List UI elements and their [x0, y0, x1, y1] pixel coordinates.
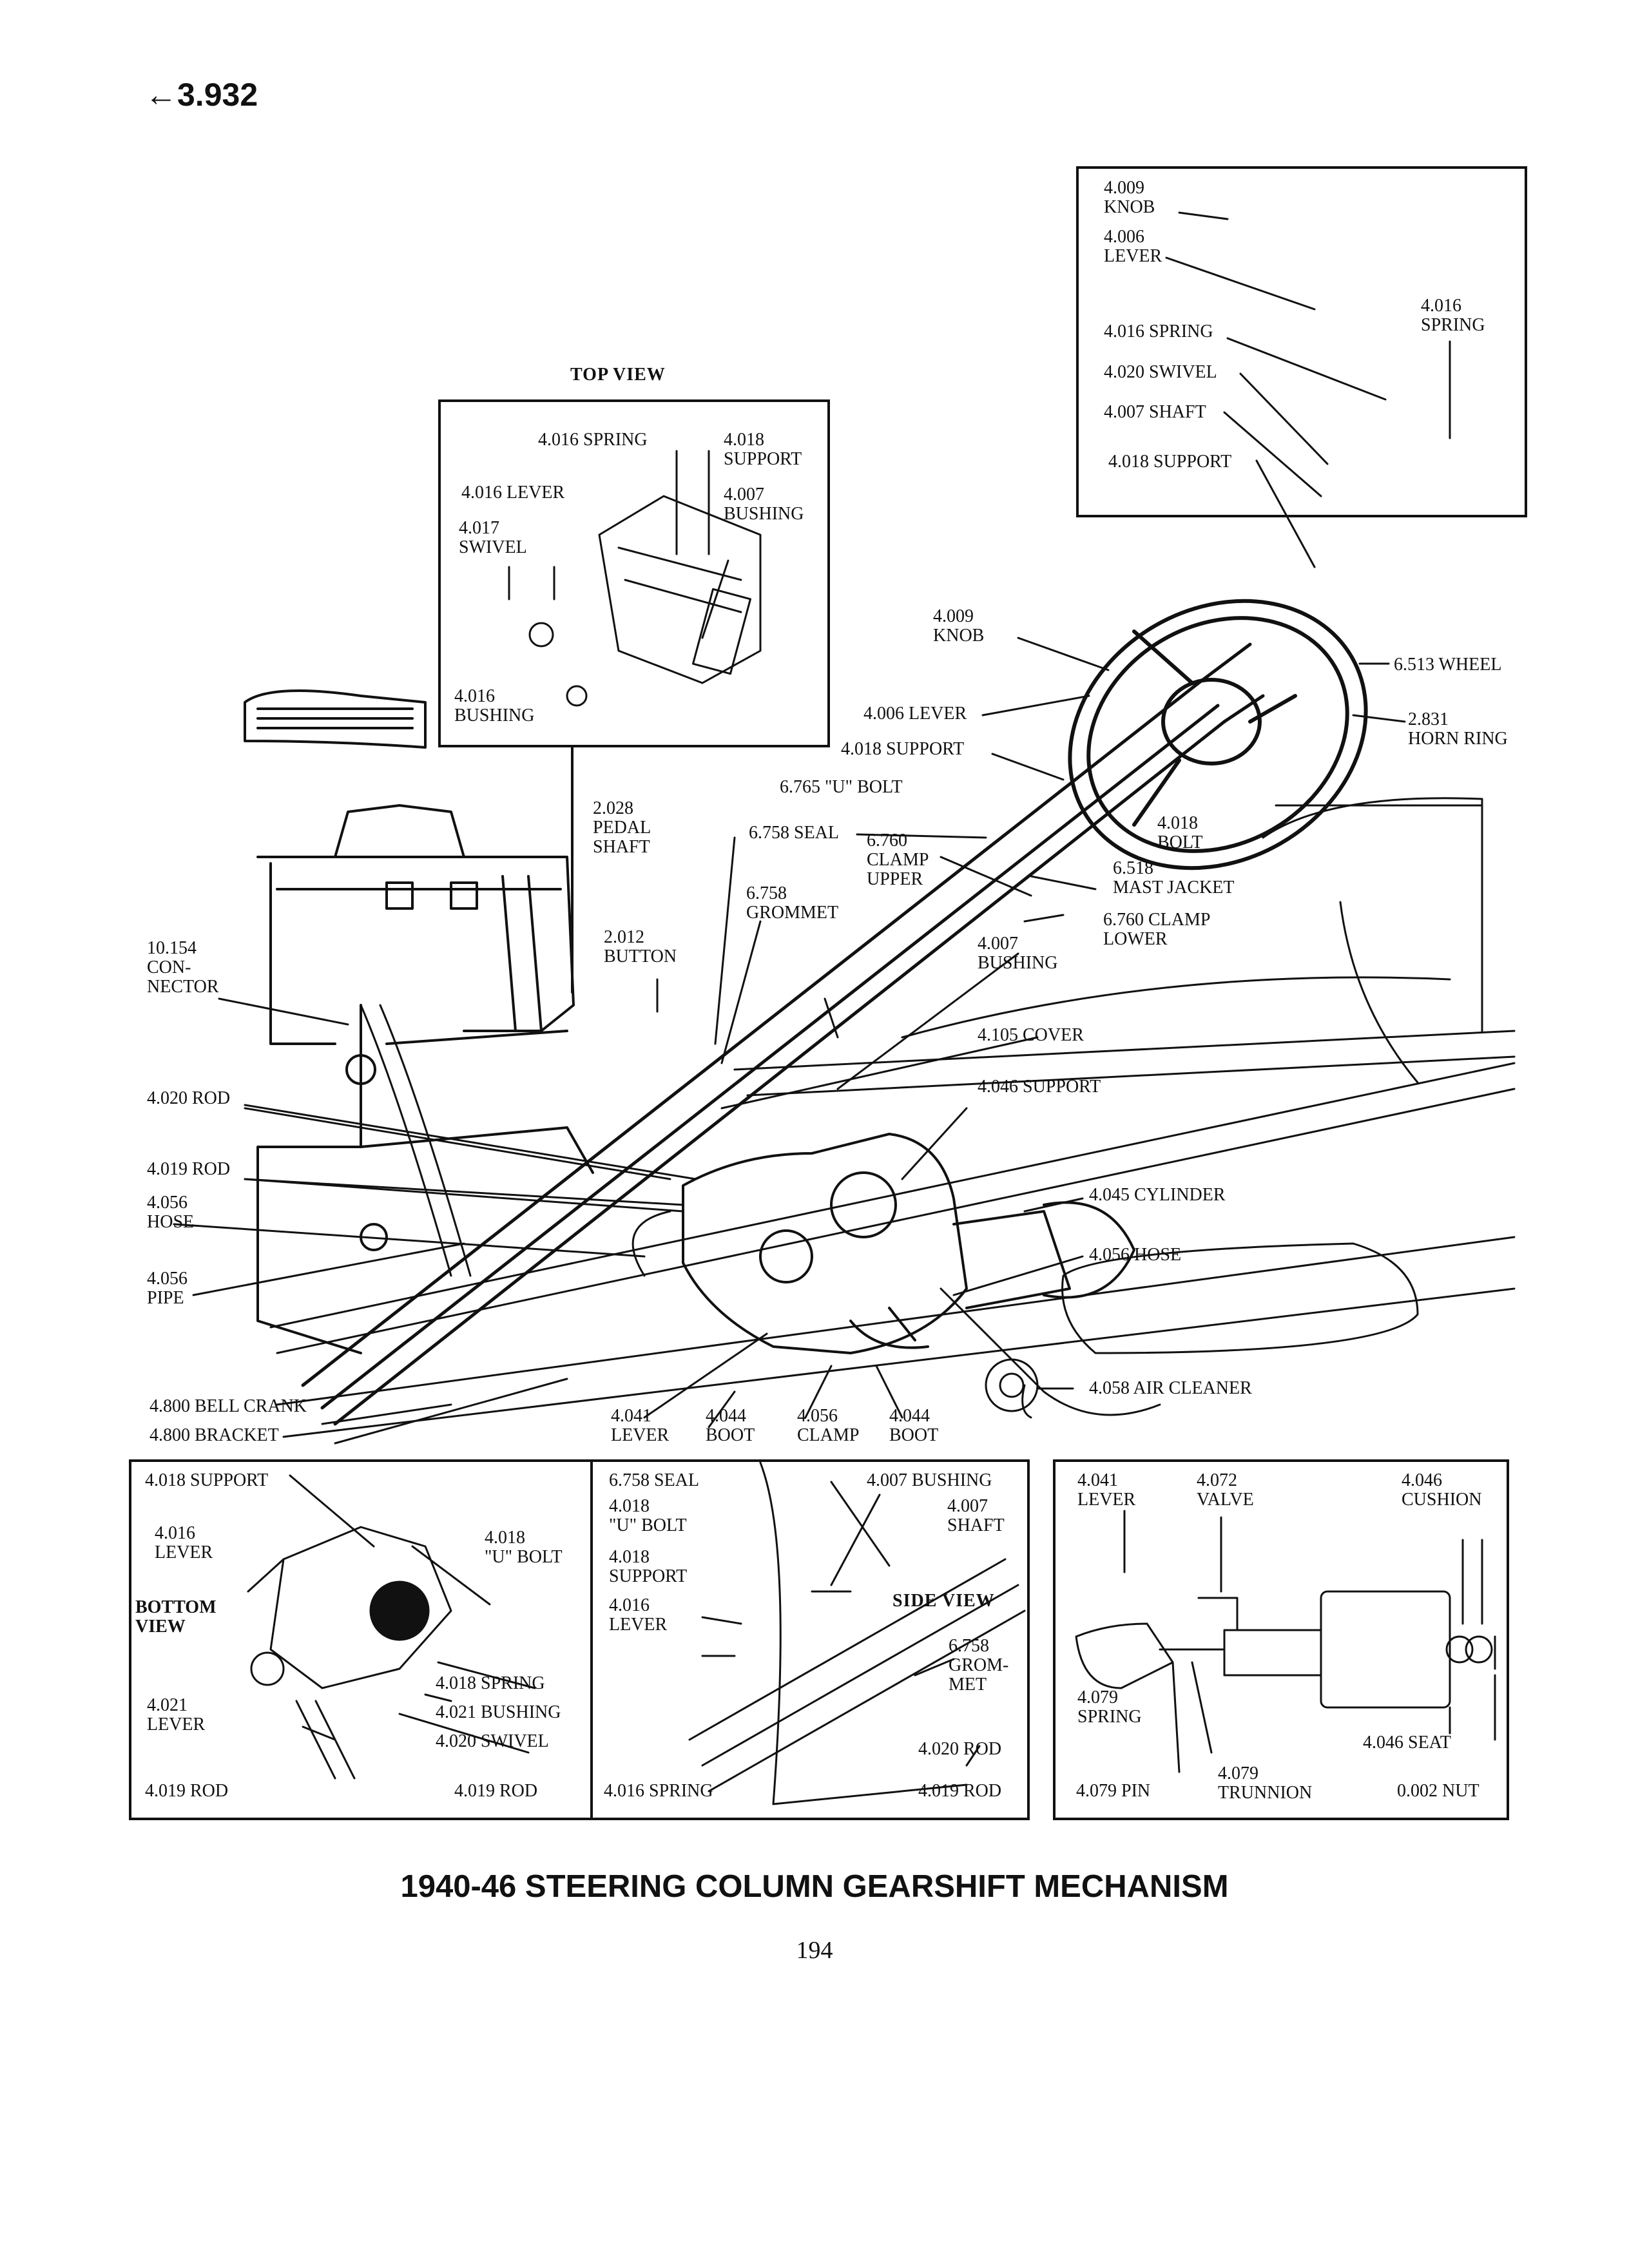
- label-4-056-hose-left: 4.056 HOSE: [147, 1193, 195, 1232]
- label-b1-4-019-rod-left: 4.019 ROD: [145, 1781, 229, 1801]
- label-b2-4-018-u-bolt: 4.018 "U" BOLT: [609, 1496, 687, 1535]
- label-4-044-boot-a: 4.044 BOOT: [706, 1406, 755, 1445]
- label-tv-4-017-swivel: 4.017 SWIVEL: [459, 518, 527, 557]
- label-4-041-lever: 4.041 LEVER: [611, 1406, 670, 1445]
- label-tv-4-007-bushing: 4.007 BUSHING: [724, 485, 804, 524]
- steering-column: [301, 642, 1265, 1426]
- label-6-513-wheel: 6.513 WHEEL: [1394, 655, 1502, 675]
- label-4-044-boot-b: 4.044 BOOT: [889, 1406, 939, 1445]
- bottom-middle-inset-frame: [590, 1459, 1030, 1820]
- label-b2-6-758-seal: 6.758 SEAL: [609, 1470, 699, 1490]
- label-b3-4-046-seat: 4.046 SEAT: [1363, 1733, 1451, 1753]
- label-b3-4-079-pin: 4.079 PIN: [1076, 1781, 1151, 1801]
- label-b2-4-020-rod: 4.020 ROD: [918, 1739, 1002, 1759]
- label-4-800-bell-crank: 4.800 BELL CRANK: [149, 1396, 307, 1416]
- label-b1-4-018-support: 4.018 SUPPORT: [145, 1470, 269, 1490]
- label-6-760-clamp-lower: 6.760 CLAMP LOWER: [1103, 910, 1211, 949]
- label-6-760-clamp-upper: 6.760 CLAMP UPPER: [867, 831, 929, 889]
- chassis-frame: [269, 797, 1516, 1438]
- label-b3-4-046-cushion: 4.046 CUSHION: [1402, 1470, 1482, 1510]
- label-4-018-support: 4.018 SUPPORT: [1108, 452, 1232, 472]
- label-4-046-support: 4.046 SUPPORT: [978, 1077, 1101, 1097]
- label-b1-4-016-lever: 4.016 LEVER: [155, 1523, 213, 1562]
- steering-wheel: [1068, 599, 1368, 870]
- bottom-view-title: BOTTOM VIEW: [135, 1597, 217, 1637]
- label-4-020-swivel: 4.020 SWIVEL: [1104, 362, 1217, 382]
- label-2-831-horn-ring: 2.831 HORN RING: [1408, 709, 1508, 749]
- air-cleaner: [985, 1358, 1039, 1412]
- label-b2-6-758-grommet: 6.758 GROM- MET: [949, 1636, 1009, 1695]
- top-view-drawing: [508, 450, 762, 707]
- bottom-left-inset-frame: [129, 1459, 593, 1820]
- figure-caption: 1940-46 STEERING COLUMN GEARSHIFT MECHAN…: [400, 1869, 1229, 1904]
- bottom-view-drawing: [247, 1474, 536, 1780]
- label-b1-4-018-spring: 4.018 SPRING: [436, 1673, 545, 1693]
- side-view-title: SIDE VIEW: [892, 1591, 995, 1611]
- label-2-028-pedal-shaft: 2.028 PEDAL SHAFT: [593, 798, 651, 857]
- label-4-016-spring-right: 4.016 SPRING: [1421, 296, 1485, 335]
- label-4-056-hose-right: 4.056 HOSE: [1089, 1245, 1182, 1265]
- leader-lines: [173, 211, 1451, 1445]
- label-2-012-button: 2.012 BUTTON: [604, 927, 677, 966]
- label-b3-0-002-nut: 0.002 NUT: [1397, 1781, 1480, 1801]
- label-4-105-cover: 4.105 COVER: [978, 1025, 1084, 1045]
- label-m-4-018-support: 4.018 SUPPORT: [841, 739, 965, 759]
- label-m-4-009-knob: 4.009 KNOB: [933, 606, 985, 646]
- steering-gear: [682, 1133, 1135, 1354]
- label-4-800-bracket: 4.800 BRACKET: [149, 1425, 279, 1445]
- label-4-016-spring: 4.016 SPRING: [1104, 322, 1213, 341]
- label-4-007-shaft: 4.007 SHAFT: [1104, 402, 1206, 422]
- label-b2-4-019-rod: 4.019 ROD: [918, 1781, 1002, 1801]
- label-m-4-007-bushing: 4.007 BUSHING: [978, 934, 1058, 973]
- top-inset-frame: [1076, 166, 1527, 517]
- label-b3-4-079-spring: 4.079 SPRING: [1077, 1687, 1142, 1727]
- label-6-758-grommet: 6.758 GROMMET: [746, 883, 839, 923]
- linkage-rods: [244, 1004, 1161, 1419]
- label-b1-4-019-rod-right: 4.019 ROD: [454, 1781, 538, 1801]
- label-b1-4-021-lever: 4.021 LEVER: [147, 1695, 206, 1735]
- label-b2-4-018-support: 4.018 SUPPORT: [609, 1547, 688, 1586]
- bottom-right-inset-frame: [1053, 1459, 1509, 1820]
- engine-block: [244, 689, 594, 1354]
- label-tv-4-016-spring: 4.016 SPRING: [538, 430, 648, 450]
- label-6-758-seal: 6.758 SEAL: [749, 823, 839, 843]
- label-4-045-cylinder: 4.045 CYLINDER: [1089, 1185, 1226, 1205]
- label-m-4-006-lever: 4.006 LEVER: [863, 704, 967, 724]
- label-10-154-connector: 10.154 CON- NECTOR: [147, 938, 219, 997]
- label-b2-4-016-spring: 4.016 SPRING: [604, 1781, 713, 1801]
- label-4-018-bolt: 4.018 BOLT: [1157, 813, 1203, 852]
- label-b3-4-079-trunnion: 4.079 TRUNNION: [1218, 1763, 1313, 1803]
- label-b2-4-007-bushing: 4.007 BUSHING: [867, 1470, 992, 1490]
- label-4-019-rod: 4.019 ROD: [147, 1159, 231, 1179]
- label-b3-4-072-valve: 4.072 VALVE: [1197, 1470, 1254, 1510]
- label-b1-4-020-swivel: 4.020 SWIVEL: [436, 1731, 549, 1751]
- label-6-518-mast-jacket: 6.518 MAST JACKET: [1113, 858, 1235, 898]
- label-4-009-knob: 4.009 KNOB: [1104, 178, 1155, 217]
- label-b3-4-041-lever: 4.041 LEVER: [1077, 1470, 1136, 1510]
- label-4-058-air-cleaner: 4.058 AIR CLEANER: [1089, 1378, 1252, 1398]
- label-b1-4-018-u-bolt: 4.018 "U" BOLT: [485, 1528, 563, 1567]
- side-view-drawing: [688, 1461, 1026, 1805]
- label-4-056-pipe: 4.056 PIPE: [147, 1269, 188, 1308]
- valve-assembly-drawing: [1075, 1510, 1496, 1773]
- label-tv-4-016-lever: 4.016 LEVER: [461, 483, 565, 503]
- label-4-006-lever: 4.006 LEVER: [1104, 227, 1162, 266]
- label-b1-4-021-bushing: 4.021 BUSHING: [436, 1702, 561, 1722]
- top-view-title: TOP VIEW: [570, 365, 666, 385]
- label-tv-4-016-bushing: 4.016 BUSHING: [454, 686, 535, 726]
- label-4-020-rod: 4.020 ROD: [147, 1088, 231, 1108]
- label-b2-4-016-lever: 4.016 LEVER: [609, 1595, 668, 1635]
- label-tv-4-018-support: 4.018 SUPPORT: [724, 430, 802, 469]
- page-reference: ←3.932: [145, 77, 258, 113]
- label-b2-4-007-shaft: 4.007 SHAFT: [947, 1496, 1005, 1535]
- page-number: 194: [796, 1937, 833, 1964]
- label-6-765-u-bolt: 6.765 "U" BOLT: [780, 777, 903, 797]
- label-4-056-clamp: 4.056 CLAMP: [797, 1406, 860, 1445]
- top-view-frame: [438, 399, 830, 747]
